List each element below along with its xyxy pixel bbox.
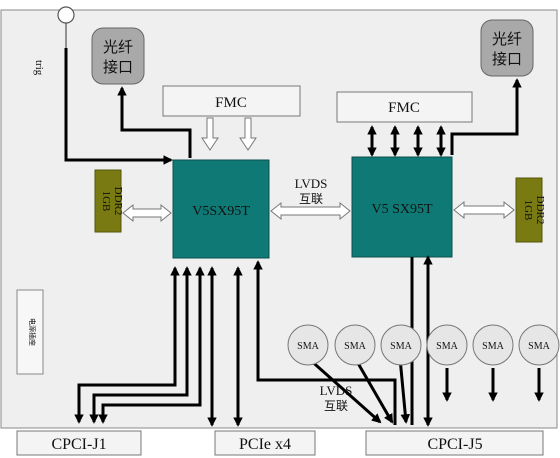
lvds-label-bottom: LVDS 互联 [320,383,353,413]
sma-connector: SMA [518,324,560,366]
sma-label: SMA [436,341,458,352]
svg-text:FMC: FMC [215,95,247,111]
optical-interface-left: 光纤 接口 [91,27,145,85]
svg-text:V5 SX95T: V5 SX95T [371,202,433,217]
svg-text:互联: 互联 [299,192,323,206]
power-module: 电源插座 [16,289,44,375]
svg-text:互联: 互联 [324,399,348,413]
fmc-right: FMC [336,91,473,123]
sma-connector: SMA [472,324,514,366]
connector-pcie: PCIe x4 [214,430,316,456]
sma-connector: SMA [287,324,329,366]
fpga-right: V5 SX95T [351,156,453,258]
wire-trig [64,48,173,165]
svg-text:接口: 接口 [103,58,133,76]
svg-text:光纤: 光纤 [103,38,133,56]
svg-text:V5SX95T: V5SX95T [192,204,250,219]
svg-text:LVDS: LVDS [295,176,328,191]
connector-cpci-j1: CPCI-J1 [16,430,142,456]
wire-sma2 [353,357,394,424]
sma-label: SMA [528,341,550,352]
sma-label: SMA [482,341,504,352]
svg-text:光纤: 光纤 [492,30,522,48]
sma-connector: SMA [426,324,468,366]
wire-fpga-j5 [253,260,397,425]
sma-label: SMA [344,341,366,352]
sma-connectors: SMA SMA SMA SMA SMA SMA [287,324,560,366]
wire-j1-c [98,266,205,424]
optical-interface-right: 光纤 接口 [480,19,534,77]
wire-sma1 [307,356,382,424]
svg-text:DDR2: DDR2 [534,196,546,225]
bus-lvds-center [270,201,351,221]
svg-text:PCIe x4: PCIe x4 [239,436,291,453]
bus-fmc-left-b [239,117,257,151]
board [0,9,558,429]
svg-text:电源插座: 电源插座 [28,318,37,346]
wire-opt-left [117,86,192,158]
trig-antenna [57,6,75,48]
wire-opt-right [450,78,522,155]
svg-text:LVDS: LVDS [320,383,353,398]
bus-ddr-left [122,203,172,223]
ddr2-left: 1GB DDR2 [94,169,124,233]
wire-sma3 [398,357,411,424]
ddr2-right: 1GB DDR2 [515,177,546,243]
svg-text:DDR2: DDR2 [112,187,124,216]
lvds-label-center: LVDS 互联 [295,176,328,206]
svg-text:1GB: 1GB [100,191,112,212]
trig-label: trig [33,60,45,76]
sma-label: SMA [297,341,319,352]
sma-label: SMA [390,341,412,352]
sma-connector: SMA [334,324,376,366]
fmc-left: FMC [162,85,301,117]
connector-cpci-j5: CPCI-J5 [365,430,544,456]
bus-ddr-right [453,200,515,220]
svg-text:CPCI-J5: CPCI-J5 [427,436,482,453]
svg-text:FMC: FMC [388,100,420,116]
bus-fmc-left-a [201,117,219,151]
svg-text:1GB: 1GB [522,200,534,221]
svg-text:接口: 接口 [492,50,522,68]
sma-connector: SMA [380,324,422,366]
fpga-left: V5SX95T [172,159,270,259]
svg-text:CPCI-J1: CPCI-J1 [51,436,106,453]
